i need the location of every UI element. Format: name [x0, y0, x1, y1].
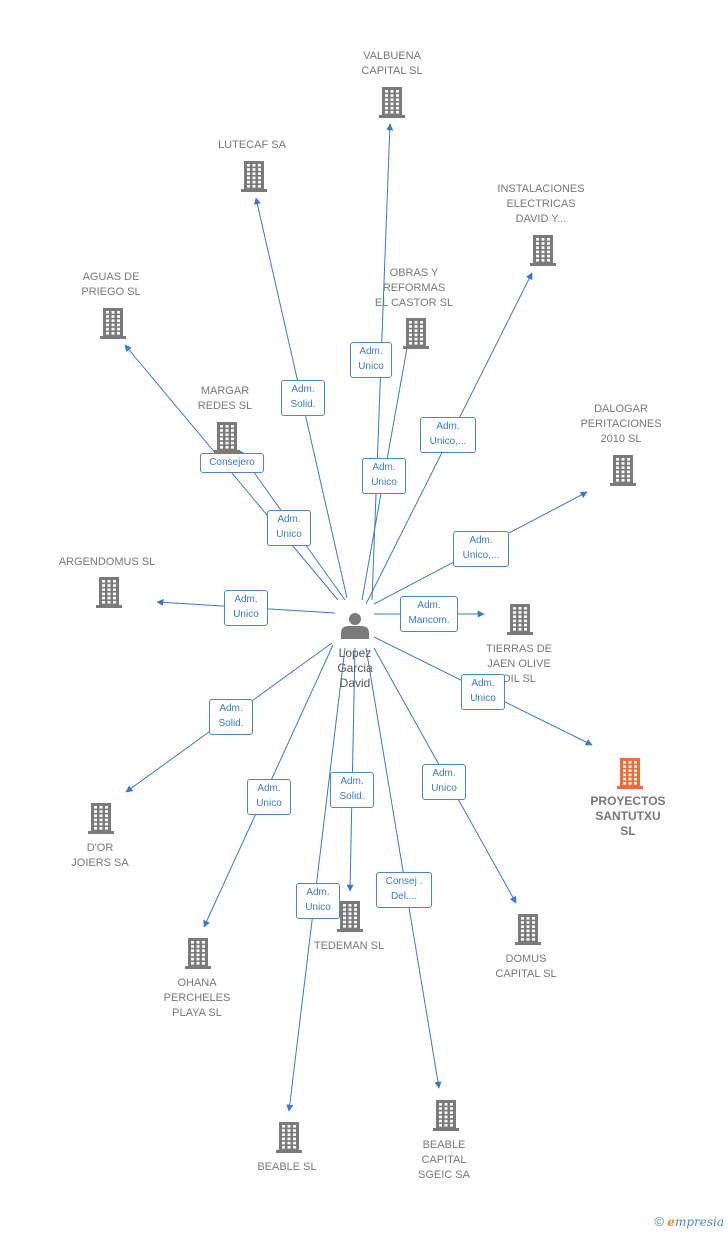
brand-initial: e	[667, 1215, 675, 1229]
role-label-aguas[interactable]: Consejero	[200, 453, 264, 473]
role-label-tierras[interactable]: Adm. Mancom.	[400, 596, 458, 632]
role-label-margar[interactable]: Adm. Unico	[267, 510, 311, 546]
role-label-domus[interactable]: Adm. Unico	[422, 764, 466, 800]
brand-name: mpresia	[674, 1215, 724, 1229]
role-label-dalogar[interactable]: Adm. Unico,...	[453, 531, 509, 567]
company-label-margar[interactable]: MARGAR REDES SL	[197, 385, 253, 412]
company-label-beable[interactable]: BEABLE SL	[257, 1161, 317, 1173]
edge-beable	[286, 647, 346, 1112]
company-label-tierras[interactable]: TIERRAS DE JAEN OLIVE OIL SL	[485, 643, 552, 685]
role-label-instalaciones[interactable]: Adm. Unico,...	[420, 417, 476, 453]
company-label-proyectos[interactable]: PROYECTOS SANTUTXU SL	[590, 794, 666, 838]
building-icon-margar[interactable]	[214, 422, 240, 453]
building-icon-lutecaf[interactable]	[241, 161, 267, 192]
company-label-valbuena[interactable]: VALBUENA CAPITAL SL	[361, 50, 423, 77]
building-icon-tierras[interactable]	[507, 604, 533, 635]
company-label-obras[interactable]: OBRAS Y REFORMAS EL CASTOR SL	[374, 267, 454, 309]
building-icon-beable[interactable]	[276, 1122, 302, 1153]
company-label-beable_sgeic[interactable]: BEABLE CAPITAL SGEIC SA	[418, 1139, 470, 1181]
role-label-beable_sgeic[interactable]: Consej . Del....	[376, 872, 432, 908]
building-icon-tedeman[interactable]	[337, 901, 363, 932]
edge-tedeman	[346, 647, 356, 892]
building-icon-dalogar[interactable]	[610, 455, 636, 486]
building-icon-aguas[interactable]	[100, 308, 126, 339]
edge-beable_sgeic	[365, 647, 442, 1089]
company-label-tedeman[interactable]: TEDEMAN SL	[313, 940, 385, 952]
role-label-argendomus[interactable]: Adm. Unico	[224, 590, 268, 626]
role-label-lutecaf[interactable]: Adm. Solid.	[281, 380, 325, 416]
company-label-instalaciones[interactable]: INSTALACIONES ELECTRICAS DAVID Y...	[497, 183, 585, 225]
company-label-dor[interactable]: D'OR JOIERS SA	[71, 842, 129, 869]
building-icon-beable_sgeic[interactable]	[433, 1100, 459, 1131]
company-label-argendomus[interactable]: ARGENDOMUS SL	[58, 556, 156, 568]
company-label-dalogar[interactable]: DALOGAR PERITACIONES 2010 SL	[580, 403, 662, 445]
building-icon-obras[interactable]	[403, 318, 429, 349]
building-icon-ohana[interactable]	[185, 938, 211, 969]
company-label-domus[interactable]: DOMUS CAPITAL SL	[495, 953, 557, 980]
empresia-watermark[interactable]: © empresia	[654, 1214, 724, 1229]
building-icon-proyectos[interactable]	[617, 758, 643, 789]
building-icon-valbuena[interactable]	[379, 87, 405, 118]
role-label-ohana[interactable]: Adm. Unico	[247, 779, 291, 815]
company-label-aguas[interactable]: AGUAS DE PRIEGO SL	[81, 271, 141, 298]
role-label-obras[interactable]: Adm. Unico	[362, 458, 406, 494]
building-icon-dor[interactable]	[88, 803, 114, 834]
role-label-proyectos[interactable]: Adm. Unico	[461, 674, 505, 710]
copyright-symbol: ©	[654, 1214, 664, 1229]
building-icon-domus[interactable]	[515, 914, 541, 945]
role-label-dor[interactable]: Adm. Solid.	[209, 699, 253, 735]
role-label-valbuena[interactable]: Adm. Unico	[350, 342, 392, 378]
company-label-ohana[interactable]: OHANA PERCHELES PLAYA SL	[163, 977, 231, 1019]
building-icon-instalaciones[interactable]	[530, 235, 556, 266]
company-label-lutecaf[interactable]: LUTECAF SA	[218, 139, 286, 151]
person-icon[interactable]	[341, 613, 369, 639]
person-name[interactable]: Lopez Garcia David	[337, 646, 373, 690]
role-label-tedeman[interactable]: Adm. Solid.	[330, 772, 374, 808]
building-icon-argendomus[interactable]	[96, 577, 122, 608]
role-label-beable[interactable]: Adm. Unico	[296, 883, 340, 919]
